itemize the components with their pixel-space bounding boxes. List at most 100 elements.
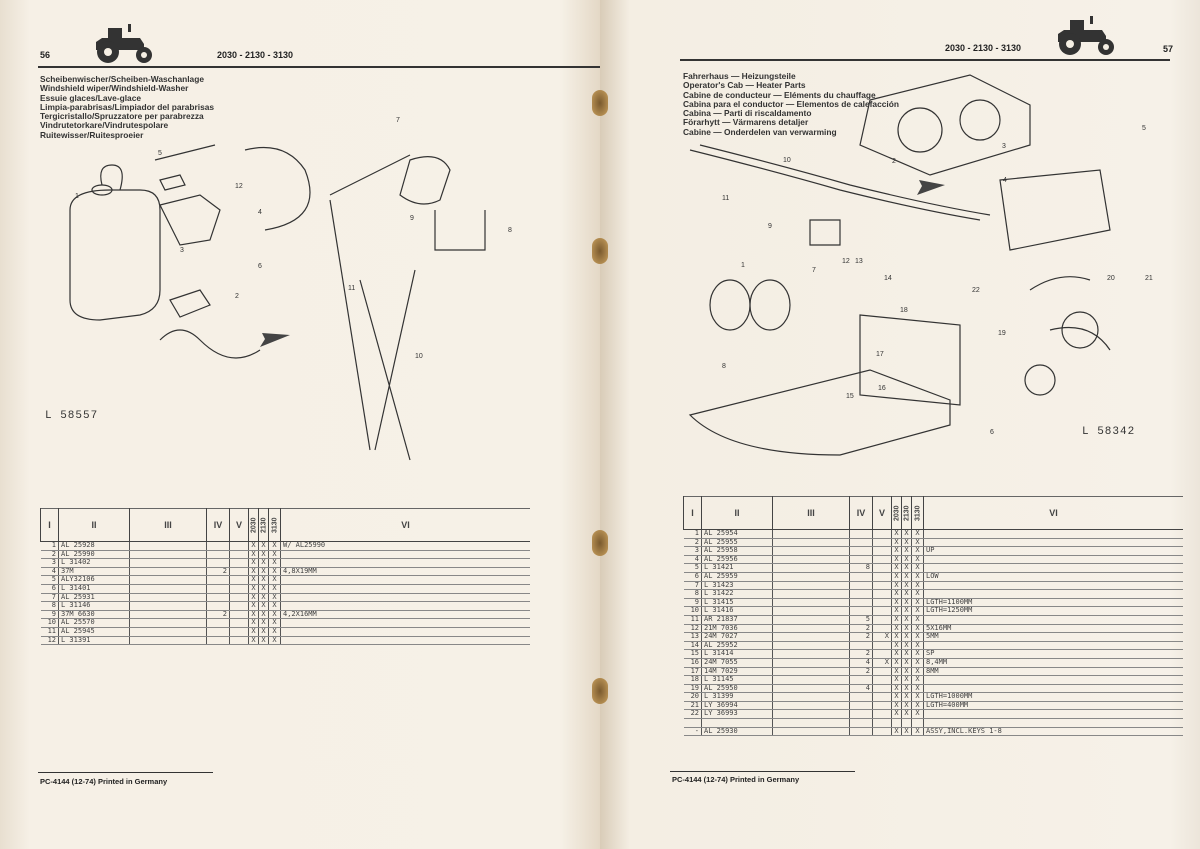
table-cell: AL 25990 [58,550,130,560]
table-cell [772,529,850,539]
table-cell [923,538,1183,548]
table-cell: X [911,641,924,651]
table-cell: 16 [683,658,702,668]
table-cell: X [901,547,912,556]
table-cell [772,581,850,591]
table-cell [849,589,873,599]
table-cell: X [911,624,924,634]
table-cell: X [268,550,281,560]
table-cell [701,718,773,728]
callout-number: 5 [158,150,162,157]
table-cell [772,589,850,599]
table-cell: X [911,632,924,642]
table-cell: 21M 7036 [701,624,773,634]
table-cell: X [911,701,924,711]
column-header: II [58,508,130,542]
table-cell [923,563,1183,573]
callout-number: 19 [998,330,1006,337]
table-cell: 7 [683,581,702,591]
table-cell [872,701,892,711]
table-cell: X [901,684,912,694]
callout-number: 2 [235,293,239,300]
table-cell [923,529,1183,539]
table-cell: X [891,675,902,685]
table-cell [849,598,873,608]
table-cell: X [901,701,912,711]
column-header: VI [923,496,1183,530]
footer-rule [38,772,213,773]
table-cell: X [248,593,259,603]
table-cell: X [901,693,912,702]
table-cell: 2 [849,632,873,642]
section-title: Essuie glaces/Lave-glace [40,92,142,103]
table-cell [772,727,850,737]
table-cell: X [268,584,281,594]
table-cell: 2 [683,538,702,548]
table-cell: X [891,684,902,694]
table-cell: 9 [683,598,702,608]
callout-number: 18 [900,307,908,314]
table-cell: X [891,581,902,591]
table-cell: X [891,650,902,659]
column-header: I [40,508,59,542]
callout-number: 22 [972,287,980,294]
table-cell [280,618,530,628]
table-cell: AL 25930 [701,727,773,737]
table-cell: - [683,727,702,737]
table-cell [872,572,892,582]
table-cell [129,550,207,560]
table-cell: L 31416 [701,607,773,616]
table-cell [772,615,850,625]
table-cell [772,658,850,668]
table-cell [923,581,1183,591]
table-cell: AL 25955 [701,538,773,548]
column-header: IV [849,496,873,530]
table-cell [872,684,892,694]
table-cell: L 31399 [701,693,773,702]
table-cell: ASSY,INCL.KEYS 1-8 [923,727,1183,737]
table-cell [872,649,892,659]
header-rule [38,66,600,68]
table-cell: X [891,693,902,702]
table-cell [772,692,850,702]
section-title: Cabine — Onderdelen van verwarming [683,126,837,137]
table-cell [129,618,207,628]
table-cell [206,618,230,628]
column-header: 2130 [258,508,269,542]
footer-text: PC-4144 (12-74) Printed in Germany [672,775,800,784]
table-cell: X [891,564,902,573]
table-cell: SP [923,650,1183,659]
table-cell: W/ AL25990 [280,541,530,551]
callout-number: 15 [846,393,854,400]
table-cell: X [891,590,902,599]
section-title: Cabina — Parti di riscaldamento [683,108,812,119]
table-cell: L 31414 [701,650,773,659]
footer-text: PC-4144 (12-74) Printed in Germany [40,777,168,786]
table-cell: X [258,567,269,577]
table-cell [923,641,1183,651]
table-cell: 12 [40,636,59,646]
table-cell: 15 [683,650,702,659]
table-cell: 5 [683,564,702,573]
table-cell: X [901,572,912,582]
table-cell: LY 36993 [701,710,773,720]
table-cell [923,615,1183,625]
table-cell: X [268,619,281,628]
table-cell: L 31401 [58,584,130,594]
table-cell [280,636,530,646]
table-cell [772,598,850,608]
table-cell: 10 [683,607,702,616]
table-cell: X [901,675,912,685]
table-cell [772,572,850,582]
table-cell: X [891,701,902,711]
